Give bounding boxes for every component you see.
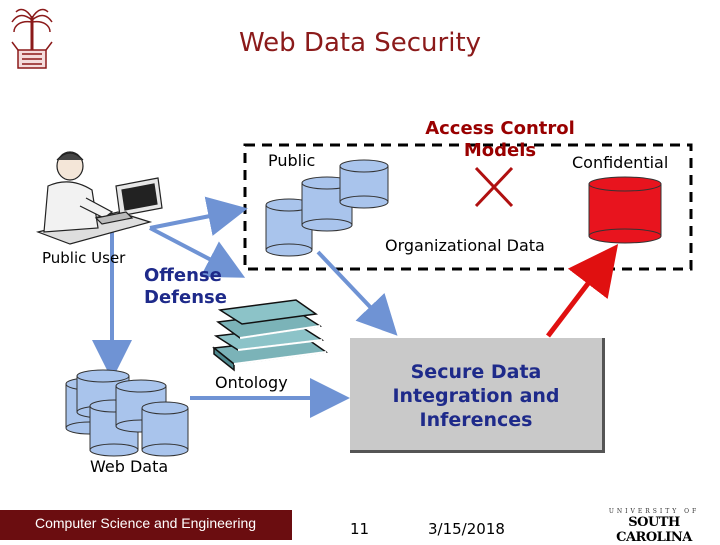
confidential-database	[588, 176, 662, 244]
secure-integration-label: Secure Data Integration and Inferences	[392, 361, 560, 431]
web-data-label: Web Data	[90, 457, 169, 476]
secure-integration-box	[350, 338, 605, 453]
university-of-text: UNIVERSITY OF	[608, 508, 700, 515]
confidential-label: Confidential	[572, 153, 669, 172]
arrow-user-to-public-db	[149, 196, 248, 236]
page-number: 11	[350, 520, 370, 538]
public-label: Public	[268, 151, 316, 170]
footer-department: Computer Science and Engineering	[35, 515, 257, 531]
organizational-data-label: Organizational Data	[385, 236, 545, 255]
access-control-label: Access Control Models	[425, 118, 575, 161]
computer-user-icon	[35, 151, 163, 245]
slide-date: 3/15/2018	[428, 520, 505, 538]
arrow-db-to-integration	[316, 250, 398, 336]
arrow-integration-to-confidential	[546, 244, 619, 338]
public-database-3	[339, 159, 389, 209]
arrow-offense-defense	[149, 226, 246, 278]
cross-mark-icon	[474, 166, 514, 208]
offense-defense-label: Offense Defense	[144, 265, 227, 308]
south-carolina-text: SOUTH CAROLINA	[616, 515, 692, 545]
footer-bar	[0, 510, 292, 540]
public-user-label: Public User	[42, 249, 126, 267]
web-database-5	[141, 401, 189, 457]
university-logo: UNIVERSITY OF SOUTH CAROLINA	[594, 508, 714, 545]
book-stack-icon	[212, 299, 329, 372]
slide-title: Web Data Security	[238, 28, 482, 58]
ontology-label: Ontology	[215, 373, 288, 392]
